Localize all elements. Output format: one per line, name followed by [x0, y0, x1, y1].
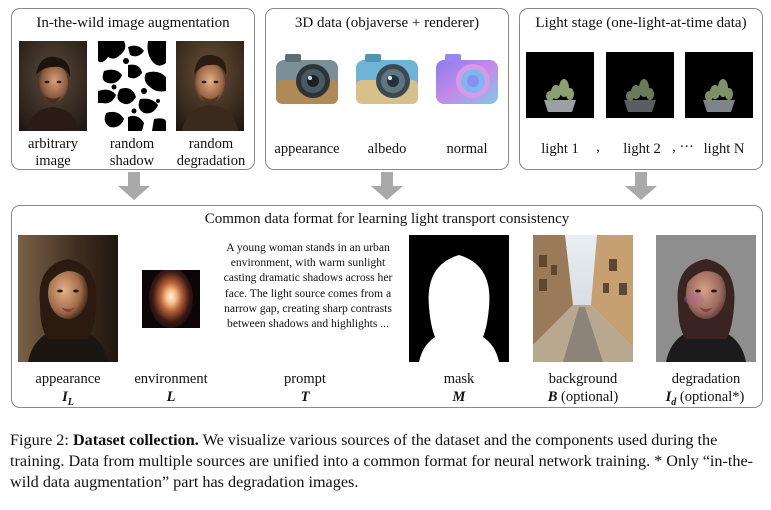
symbol: M — [452, 389, 466, 405]
caption-text: We visualize various sources of the data… — [10, 431, 754, 491]
symbol: B — [547, 389, 558, 405]
3d-appearance-label: appearance — [274, 141, 340, 157]
common-degradation-label: degradation — [671, 371, 741, 387]
panel-title-in-the-wild: In-the-wild image augmentation — [36, 15, 230, 31]
light-n-thumbnail — [685, 52, 753, 118]
common-degradation-symbol: Id (optional*) — [642, 389, 768, 411]
common-prompt-symbol: T — [255, 389, 355, 406]
arbitrary-image-thumbnail — [19, 41, 87, 131]
down-arrow-icon — [371, 172, 403, 200]
common-appearance-symbol: IL — [18, 389, 118, 411]
panel-common-format: Common data format for learning light tr… — [11, 205, 763, 408]
symbol: T — [300, 389, 310, 405]
panel-title-common-format: Common data format for learning light tr… — [204, 211, 570, 227]
light-sep-1: , — [596, 139, 600, 155]
panel-title-3d-data: 3D data (objaverse + renderer) — [294, 15, 480, 31]
camera-appearance-thumbnail — [271, 50, 343, 112]
common-mask-symbol: M — [409, 389, 509, 406]
environment-thumbnail — [142, 270, 200, 328]
light-n-label: light N — [703, 141, 745, 157]
3d-albedo-label: albedo — [367, 141, 407, 157]
light-1-label: light 1 — [541, 141, 579, 157]
common-background-symbol: B (optional) — [523, 389, 643, 406]
camera-albedo-thumbnail — [351, 50, 423, 112]
appearance-thumbnail — [18, 235, 118, 362]
caption-bold: Dataset collection. — [72, 431, 199, 449]
symbol-subscript: L — [67, 396, 74, 408]
symbol: I — [665, 389, 672, 405]
common-environment-label: environment — [134, 371, 208, 387]
degradation-thumbnail — [656, 235, 756, 362]
down-arrow-icon — [118, 172, 150, 200]
prompt-text: A young woman stands in an urban environ… — [223, 241, 393, 331]
down-arrow-icon — [625, 172, 657, 200]
light-1-thumbnail — [526, 52, 594, 118]
symbol-subscript: d — [671, 396, 677, 408]
common-appearance-label: appearance — [35, 371, 101, 387]
camera-normal-thumbnail — [431, 50, 503, 112]
mask-thumbnail — [409, 235, 509, 362]
symbol-suffix: (optional) — [557, 389, 619, 405]
common-background-label: background — [548, 371, 618, 387]
light-2-thumbnail — [606, 52, 674, 118]
symbol: I — [62, 389, 68, 405]
random-degradation-thumbnail — [176, 41, 244, 131]
common-prompt-label: prompt — [284, 371, 326, 387]
light-sep-2: , ··· — [672, 139, 694, 155]
background-thumbnail — [533, 235, 633, 362]
caption-prefix: Figure 2: — [10, 431, 73, 449]
symbol-suffix: (optional*) — [676, 389, 745, 405]
panel-title-light-stage: Light stage (one-light-at-time data) — [535, 15, 747, 31]
figure-caption: Figure 2: Dataset collection. We visuali… — [10, 430, 766, 493]
random-shadow-thumbnail — [98, 41, 166, 131]
light-2-label: light 2 — [623, 141, 661, 157]
symbol: L — [166, 389, 176, 405]
3d-normal-label: normal — [446, 141, 488, 157]
common-environment-symbol: L — [121, 389, 221, 406]
common-mask-label: mask — [443, 371, 475, 387]
